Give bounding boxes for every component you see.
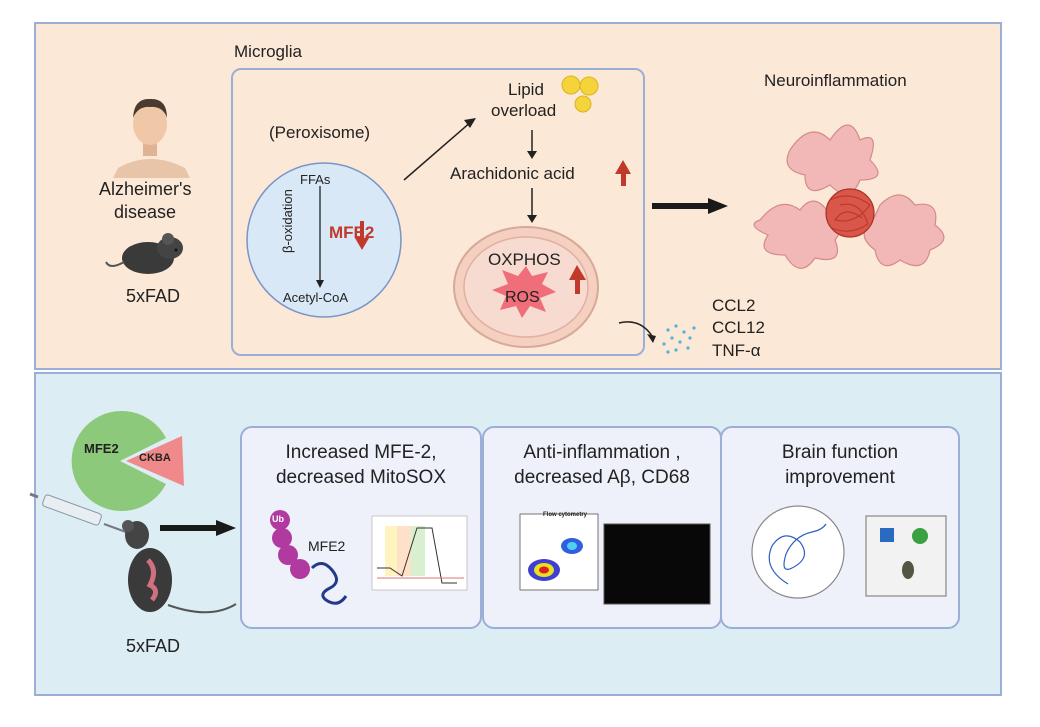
ffas-label: FFAs: [300, 172, 331, 187]
card3-title-2: improvement: [785, 467, 895, 488]
card3-title-1: Brain function: [781, 442, 899, 463]
lipid-label-2: overload: [491, 101, 557, 120]
lipid-label-1: Lipid: [508, 80, 544, 99]
card-mfe2: Increased MFE-2, decreased MitoSOX Ub MF…: [240, 426, 482, 629]
oxphos-label: OXPHOS: [488, 250, 561, 269]
mfe2-pie-label: MFE2: [84, 441, 119, 456]
card2-illustration: [519, 513, 711, 605]
card1-illustration: [270, 510, 468, 605]
peroxisome-label: (Peroxisome): [269, 123, 371, 142]
mouse-injected-icon: [122, 520, 237, 614]
microglia-cells-icon: [753, 124, 945, 269]
mfe2-top-label: MFE2: [329, 223, 375, 242]
arachidonic-label: Arachidonic acid: [450, 164, 575, 183]
disease-label-2: disease: [114, 202, 177, 222]
cytokine-ccl2: CCL2: [712, 296, 756, 315]
amyloid-plaque-icon: [825, 188, 875, 238]
mitochondrion-icon: [453, 226, 599, 348]
ros-label: ROS: [505, 289, 540, 306]
card1-title-2: decreased MitoSOX: [275, 467, 447, 488]
ckba-pie-label: CKBA: [139, 452, 171, 464]
model-label-bottom: 5xFAD: [126, 636, 181, 656]
card2-title-2: decreased Aβ, CD68: [514, 467, 690, 488]
person-icon: [113, 98, 190, 178]
card2-title-1: Anti-inflammation ,: [523, 442, 681, 463]
acetyl-coa-label: Acetyl-CoA: [283, 290, 349, 305]
peroxisome-circle: [246, 162, 402, 318]
lipid-droplets-icon: [561, 75, 599, 113]
ubiquitin-icon: [270, 510, 310, 579]
flow-cytometry-label: Flow cytometry: [543, 512, 588, 518]
ub-label: Ub: [272, 514, 284, 524]
microglia-label: Microglia: [234, 42, 303, 61]
mfe2-ckba-pie-icon: [71, 410, 184, 511]
card-brain-function: Brain function improvement: [720, 426, 960, 629]
cytokine-ccl12: CCL12: [712, 318, 765, 337]
model-label-top: 5xFAD: [126, 286, 181, 306]
cytokine-dots: [662, 324, 696, 354]
mouse-icon: [105, 233, 183, 274]
syringe-icon: [29, 492, 127, 533]
card3-illustration: [751, 505, 947, 599]
neuroinflammation-label: Neuroinflammation: [764, 71, 907, 90]
cytokine-tnf: TNF-α: [712, 341, 761, 360]
card-anti-inflammation: Anti-inflammation , decreased Aβ, CD68 F…: [482, 426, 722, 629]
card1-title-1: Increased MFE-2,: [285, 442, 437, 463]
disease-label-1: Alzheimer's: [99, 179, 192, 199]
mfe2-protein-label: MFE2: [308, 538, 346, 554]
